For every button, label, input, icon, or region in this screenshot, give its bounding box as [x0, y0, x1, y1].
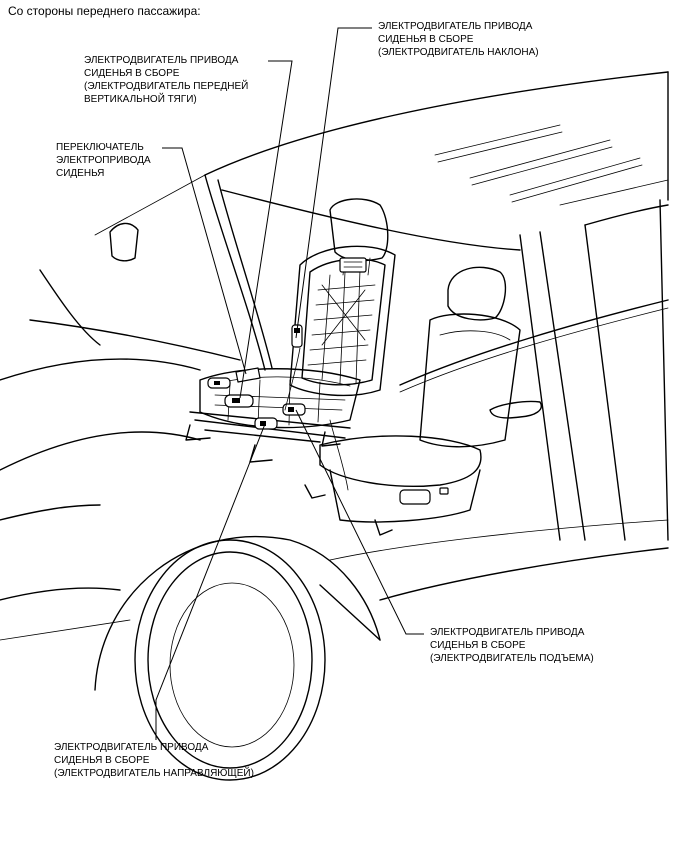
passenger-seat-frame — [185, 198, 396, 491]
driver-seat — [304, 266, 521, 536]
callout-recline-motor: ЭЛЕКТРОДВИГАТЕЛЬ ПРИВОДА СИДЕНЬЯ В СБОРЕ… — [378, 21, 539, 58]
vehicle-body — [0, 71, 669, 781]
leader-lines — [155, 27, 424, 740]
diagram-heading: Со стороны переднего пассажира: — [8, 4, 201, 18]
callout-slide-motor: ЭЛЕКТРОДВИГАТЕЛЬ ПРИВОДА СИДЕНЬЯ В СБОРЕ… — [54, 742, 254, 779]
callout-front-vertical-motor: ЭЛЕКТРОДВИГАТЕЛЬ ПРИВОДА СИДЕНЬЯ В СБОРЕ… — [84, 55, 249, 105]
callout-seat-switch: ПЕРЕКЛЮЧАТЕЛЬ ЭЛЕКТРОПРИВОДА СИДЕНЬЯ — [56, 142, 151, 179]
callout-lifter-motor: ЭЛЕКТРОДВИГАТЕЛЬ ПРИВОДА СИДЕНЬЯ В СБОРЕ… — [430, 627, 594, 664]
